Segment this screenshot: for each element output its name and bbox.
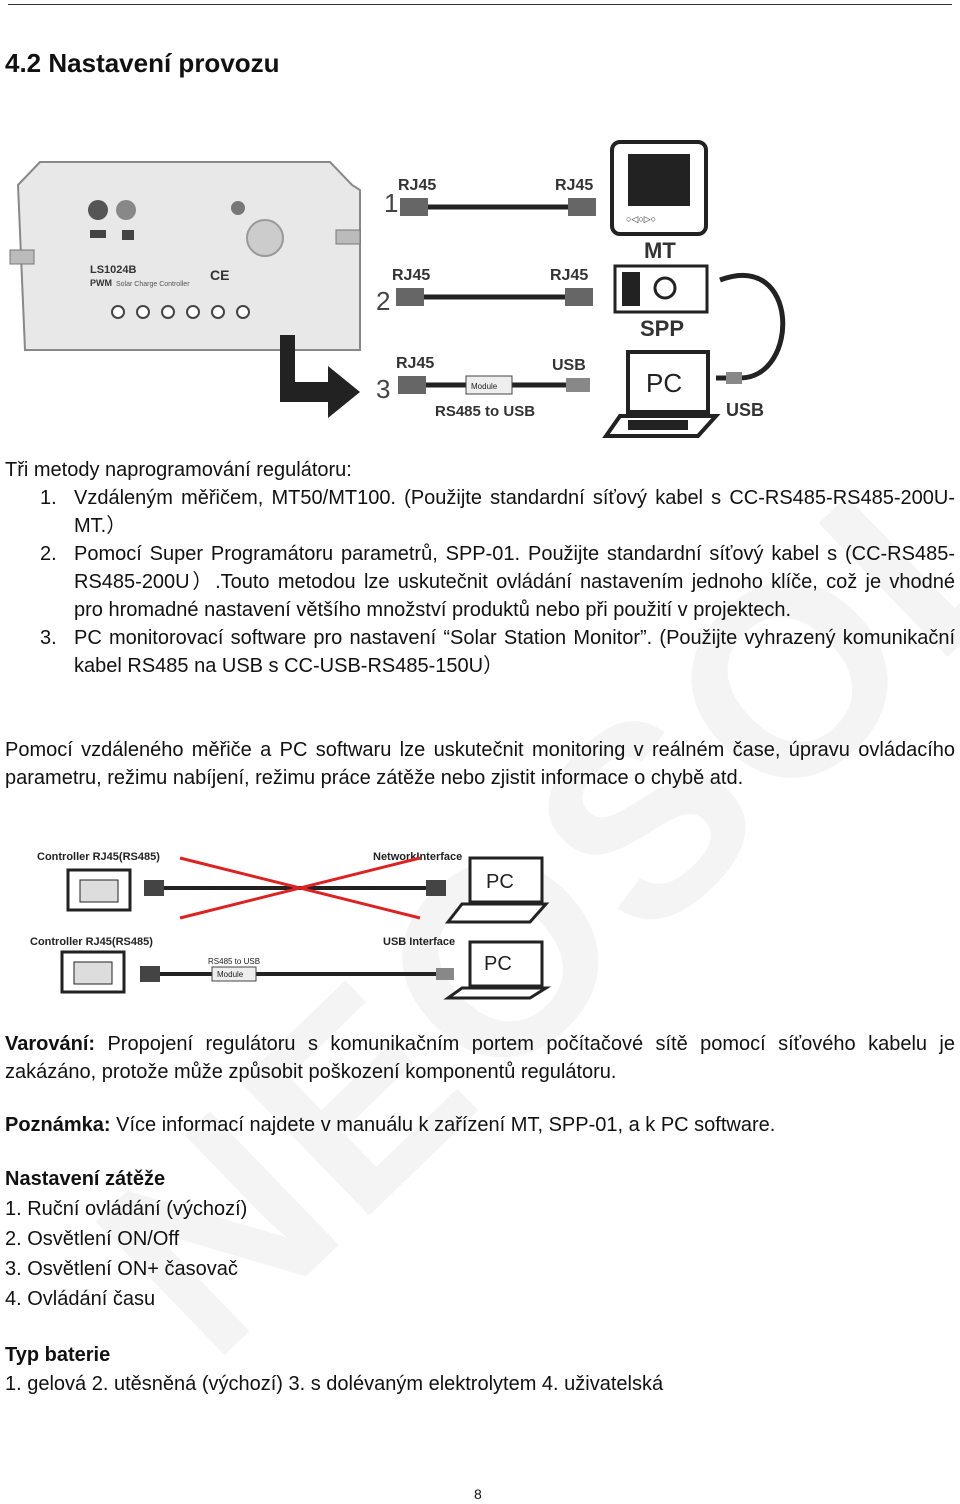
method-list: 1. Vzdáleným měřičem, MT50/MT100. (Použi…: [40, 484, 955, 680]
load-setting-item: 4. Ovládání času: [5, 1288, 156, 1310]
connector-right-label: RJ45: [550, 267, 588, 284]
method-item-1: 1. Vzdáleným měřičem, MT50/MT100. (Použi…: [40, 484, 955, 540]
arrow-icon: [280, 335, 360, 418]
note-text: Více informací najdete v manuálu k zaříz…: [110, 1114, 776, 1136]
controller-model: LS1024B: [90, 264, 137, 276]
method-text: Pomocí Super Programátoru parametrů, SPP…: [74, 543, 955, 621]
connection-methods-figure: LS1024B PWM Solar Charge Controller CE 1…: [9, 140, 786, 438]
row-number: 1: [384, 188, 398, 218]
row-number: 2: [376, 286, 390, 316]
top-rule: [8, 4, 952, 5]
module-label: Module: [471, 382, 498, 391]
load-settings-title: Nastavení zátěže: [5, 1168, 166, 1190]
controller-label-bottom: Controller RJ45(RS485): [30, 936, 153, 948]
page-number: 8: [474, 1486, 482, 1502]
module-caption: RS485 to USB: [208, 957, 260, 966]
method-number: 1.: [40, 487, 57, 509]
warning-text: Propojení regulátoru s komunikačním port…: [5, 1033, 955, 1083]
note-label: Poznámka:: [5, 1114, 111, 1136]
ce-mark: CE: [210, 267, 229, 283]
mt-device: ○◁○▷○ MT: [610, 140, 708, 263]
usb-interface-label: USB Interface: [383, 936, 455, 948]
method-item-3: 3. PC monitorovací software pro nastaven…: [40, 624, 955, 680]
connector-left-label: RJ45: [398, 177, 436, 194]
cable-row-2: 2 RJ45 RJ45: [376, 267, 593, 316]
network-interface-label: NetworkInterface: [373, 851, 462, 863]
method-text: PC monitorovací software pro nastavení “…: [74, 627, 955, 677]
row-number: 3: [376, 374, 390, 404]
connector-left-label: RJ45: [392, 267, 430, 284]
pc-device: PC: [602, 350, 721, 438]
battery-title: Typ baterie: [5, 1344, 111, 1366]
connector-left-label: RJ45: [396, 355, 434, 372]
controller-sub: PWM: [90, 278, 112, 288]
svg-text:○◁○▷○: ○◁○▷○: [626, 214, 656, 224]
note-paragraph: Poznámka: Více informací najdete v manuá…: [5, 1111, 955, 1139]
usb-label: USB: [726, 400, 764, 420]
controller-image: LS1024B PWM Solar Charge Controller CE: [9, 161, 361, 351]
pc-label-top: PC: [486, 871, 514, 893]
load-settings-list: 1. Ruční ovládání (výchozí) 2. Osvětlení…: [5, 1194, 247, 1314]
module-label: Module: [217, 970, 244, 979]
load-setting-item: 1. Ruční ovládání (výchozí): [5, 1198, 248, 1220]
cross-line: [179, 856, 421, 920]
controller-label-top: Controller RJ45(RS485): [37, 851, 160, 863]
usb-interface-diagram: Controller RJ45(RS485) USB Interface RS4…: [30, 936, 552, 1000]
warning-label: Varování:: [5, 1033, 96, 1055]
method-text: Vzdáleným měřičem, MT50/MT100. (Použijte…: [74, 487, 955, 537]
warning-paragraph: Varování: Propojení regulátoru s komunik…: [5, 1030, 955, 1086]
load-setting-item: 3. Osvětlení ON+ časovač: [5, 1258, 238, 1280]
module-caption: RS485 to USB: [435, 403, 535, 420]
wiring-warning-figure: Controller RJ45(RS485) NetworkInterface …: [30, 851, 552, 1000]
monitoring-paragraph: Pomocí vzdáleného měřiče a PC softwaru l…: [5, 739, 955, 789]
cable-row-1: 1 RJ45 RJ45: [384, 177, 596, 218]
network-interface-diagram: Controller RJ45(RS485) NetworkInterface …: [37, 851, 550, 924]
methods-intro: Tři metody naprogramování regulátoru:: [5, 459, 352, 481]
cable-row-3: 3 RJ45 USB Module RS485 to USB: [376, 355, 590, 420]
method-item-2: 2. Pomocí Super Programátoru parametrů, …: [40, 540, 955, 624]
method-number: 2.: [40, 543, 57, 565]
section-heading: 4.2 Nastavení provozu: [5, 48, 280, 78]
load-setting-item: 2. Osvětlení ON/Off: [5, 1228, 180, 1250]
spp-device: SPP: [613, 264, 709, 341]
mt-label: MT: [644, 238, 676, 263]
method-number: 3.: [40, 627, 57, 649]
battery-types: 1. gelová 2. utěsněná (výchozí) 3. s dol…: [5, 1373, 664, 1395]
spp-label: SPP: [640, 316, 684, 341]
controller-caption: Solar Charge Controller: [116, 281, 190, 288]
pc-label-bottom: PC: [484, 953, 512, 975]
pc-label: PC: [646, 368, 682, 398]
connector-right-label: RJ45: [555, 177, 593, 194]
connector-right-label: USB: [552, 357, 586, 374]
